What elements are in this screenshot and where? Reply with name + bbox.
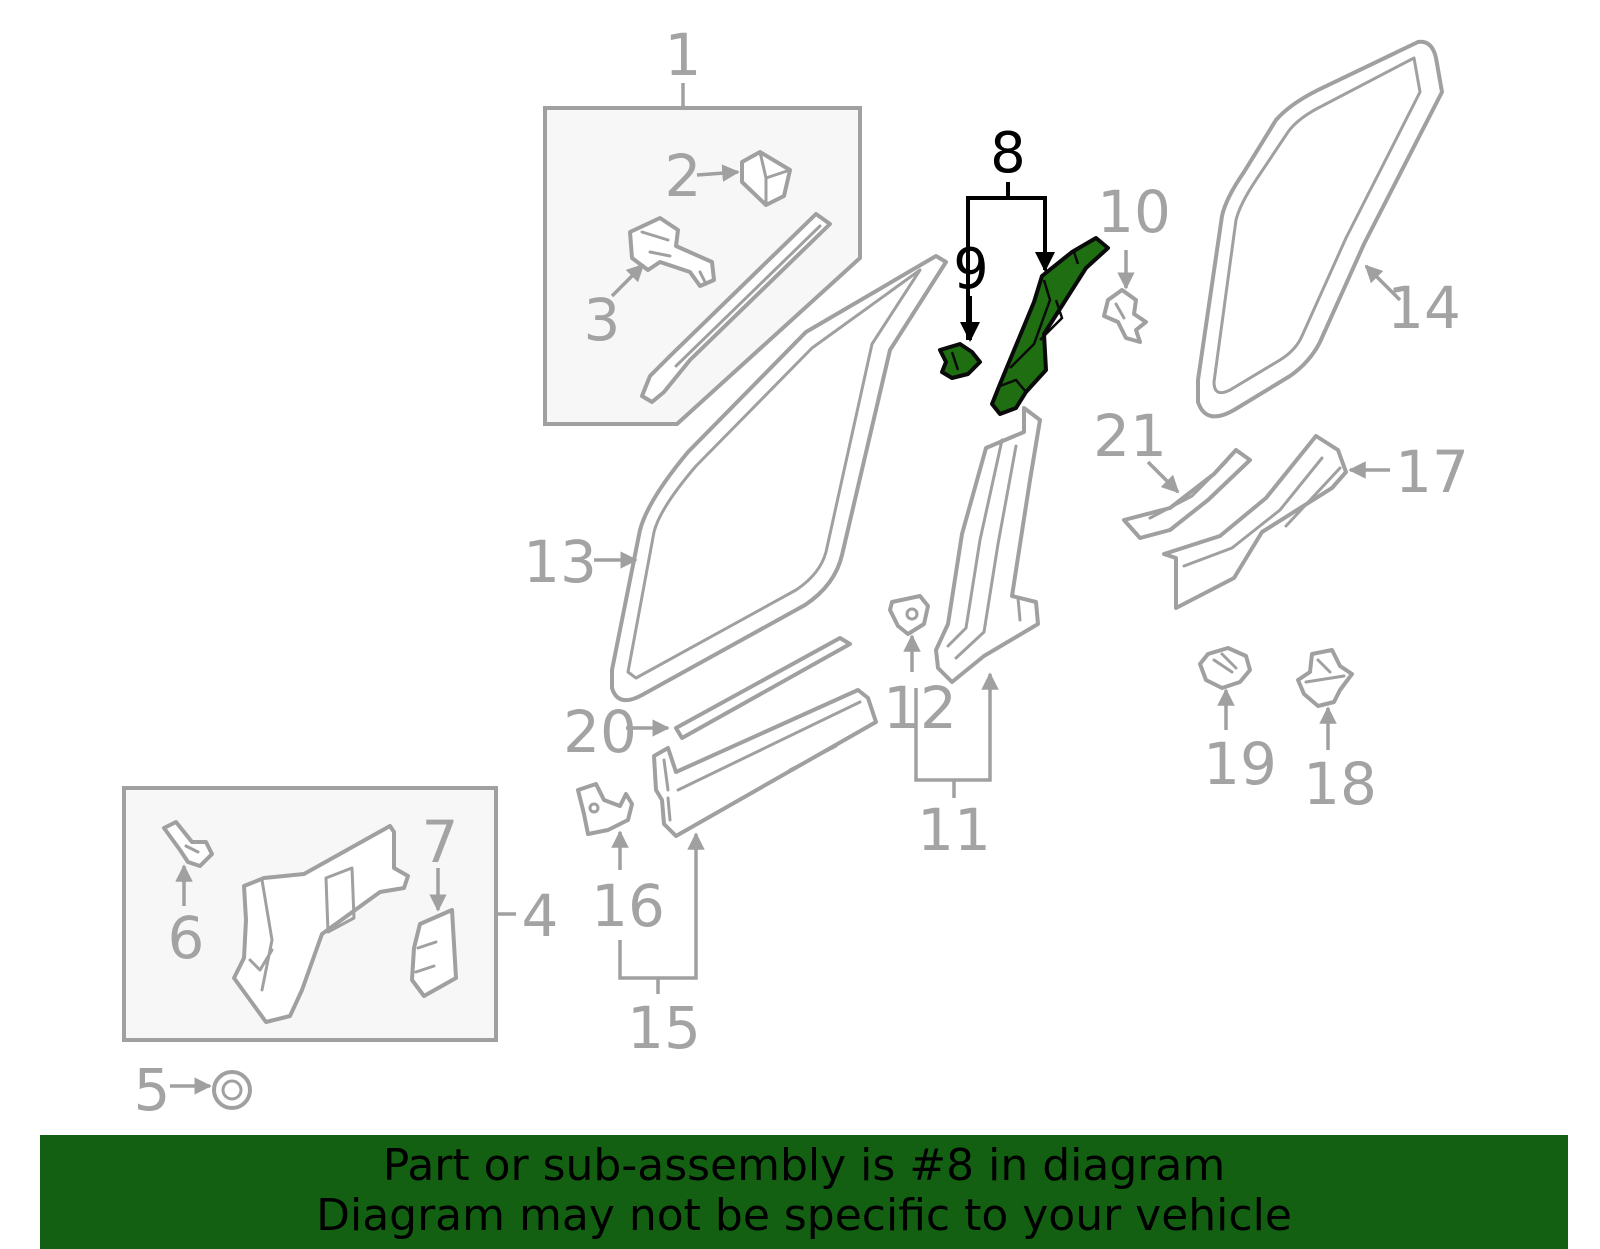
part-5-nut: [212, 1070, 252, 1110]
part-15-scuff-plate: [652, 688, 878, 838]
callout-3: 3: [584, 286, 621, 354]
part-19-clip: [1198, 646, 1252, 690]
callout-2: 2: [665, 142, 702, 210]
part-14-weatherstrip: [1196, 39, 1444, 419]
callout-20: 20: [563, 698, 637, 766]
callout-4: 4: [522, 882, 559, 950]
leader-8-9: [960, 182, 1055, 342]
part-10-clip: [1102, 288, 1148, 344]
callout-21: 21: [1093, 402, 1167, 470]
part-6-push-pin: [162, 820, 214, 868]
callout-13: 13: [523, 528, 597, 596]
part-7-insert: [410, 908, 458, 998]
banner-line-disclaimer: Diagram may not be specific to your vehi…: [316, 1190, 1292, 1241]
callout-15: 15: [627, 994, 701, 1062]
part-11-pillar-trim: [934, 406, 1042, 684]
callout-17: 17: [1395, 438, 1469, 506]
callout-1: 1: [665, 21, 702, 89]
callout-5: 5: [134, 1056, 171, 1124]
callout-9: 9: [953, 237, 989, 302]
part-18-clip: [1296, 648, 1354, 708]
part-13-weatherstrip: [610, 254, 948, 703]
part-16-bracket: [576, 782, 634, 836]
info-banner: Part or sub-assembly is #8 in diagram Di…: [40, 1135, 1568, 1249]
callout-11: 11: [917, 796, 991, 864]
part-3-bracket: [628, 216, 716, 288]
part-2-clip: [740, 150, 792, 207]
part-21-scuff-plate: [1122, 448, 1252, 540]
callout-16: 16: [591, 872, 665, 940]
banner-line-part: Part or sub-assembly is #8 in diagram: [382, 1140, 1226, 1191]
part-20-molding: [674, 636, 852, 740]
callout-19: 19: [1203, 730, 1277, 798]
part-1-molding: [640, 212, 832, 404]
part-12-clip: [888, 594, 930, 636]
callout-14: 14: [1387, 274, 1461, 342]
part-8-pillar-trim: [990, 236, 1110, 416]
part-17-scuff-plate: [1162, 434, 1348, 610]
callout-10: 10: [1097, 178, 1171, 246]
callout-12: 12: [883, 674, 957, 742]
part-4-trim-panel: [232, 824, 410, 1024]
part-9-clip: [938, 342, 982, 380]
callout-18: 18: [1303, 750, 1377, 818]
callout-6: 6: [168, 904, 205, 972]
callout-8: 8: [990, 121, 1026, 186]
callout-7: 7: [422, 808, 459, 876]
